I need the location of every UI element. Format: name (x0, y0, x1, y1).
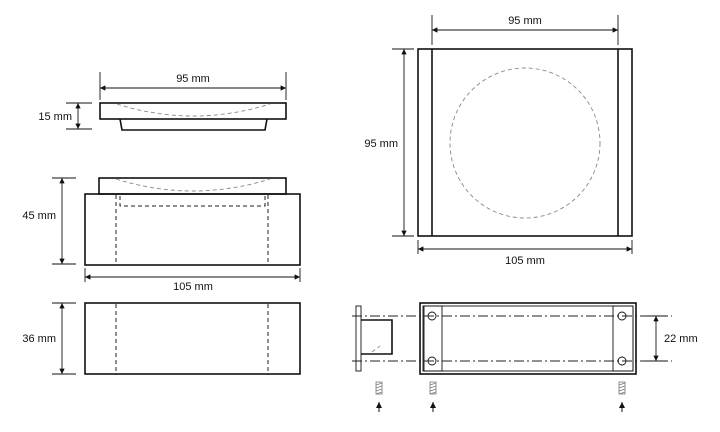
holder-front-view: 36 mm (22, 302, 301, 375)
dish-plate (98, 177, 287, 195)
dish-hollow-hidden-line (115, 178, 271, 192)
side-height-label: 95 mm (364, 138, 398, 150)
dish-hollow-hidden-line (116, 103, 271, 117)
top-width-label: 95 mm (508, 15, 542, 27)
hole-spacing-label: 22 mm (664, 333, 698, 345)
holder-back-outline (419, 302, 637, 375)
height-label: 15 mm (38, 111, 72, 123)
holder-body (84, 193, 301, 266)
holder-outline (417, 48, 633, 237)
width-label: 95 mm (176, 73, 210, 85)
screw-icon (375, 381, 383, 412)
dish-outline (449, 67, 601, 219)
bracket-profile (361, 319, 393, 355)
dish-plate (99, 102, 287, 120)
holder-body (84, 302, 301, 375)
hidden-recess (119, 196, 266, 207)
right-bracket (612, 305, 634, 372)
height-label: 36 mm (22, 333, 56, 345)
mounting-view: 22 mm (352, 302, 698, 412)
dish-top-view: 95 mm 15 mm (38, 72, 287, 131)
screw-icon (429, 381, 437, 412)
plan-view: 95 mm 95 mm 105 mm (364, 15, 633, 267)
dish-base (119, 118, 268, 131)
bottom-width-label: 105 mm (505, 255, 545, 267)
left-bracket (423, 305, 443, 372)
height-label: 45 mm (22, 210, 56, 222)
bracket-hidden-line (371, 345, 381, 353)
width-label: 105 mm (173, 281, 213, 293)
wall-flange (355, 305, 362, 372)
holder-side-view: 45 mm 105 mm (22, 177, 301, 293)
screw-icon (618, 381, 626, 412)
